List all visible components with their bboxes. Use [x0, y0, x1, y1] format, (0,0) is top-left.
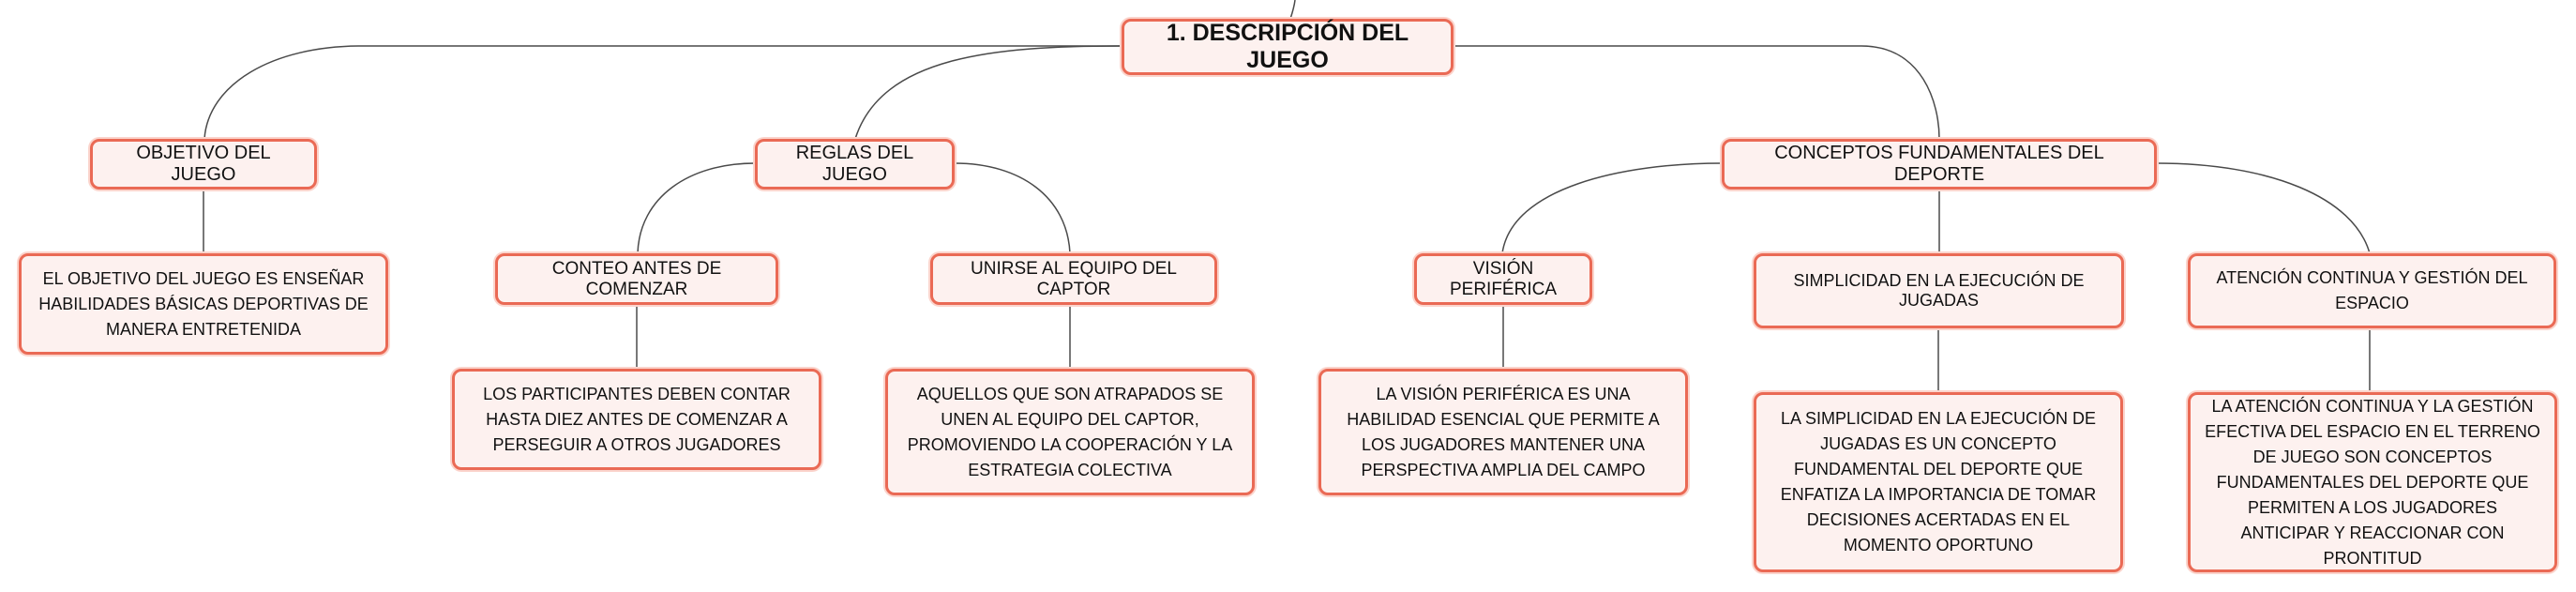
subtopic-vision[interactable]: VISIÓN PERIFÉRICA	[1414, 253, 1592, 305]
connector-root-to-conceptos	[1454, 45, 1940, 140]
conteo-detail-text: LOS PARTICIPANTES DEBEN CONTAR HASTA DIE…	[483, 384, 791, 454]
unirse-detail-text: AQUELLOS QUE SON ATRAPADOS SE UNEN AL EQ…	[907, 384, 1233, 479]
subtopic-simplicidad[interactable]: SIMPLICIDAD EN LA EJECUCIÓN DE JUGADAS	[1754, 253, 2124, 328]
vision-detail-text: LA VISIÓN PERIFÉRICA ES UNA HABILIDAD ES…	[1347, 384, 1660, 479]
connector-parent-to-root	[1289, 0, 1296, 20]
connector-reglas-to-unirse	[954, 162, 1071, 254]
simplicidad-detail-text: LA SIMPLICIDAD EN LA EJECUCIÓN DE JUGADA…	[1780, 409, 2097, 554]
vision-detail[interactable]: LA VISIÓN PERIFÉRICA ES UNA HABILIDAD ES…	[1318, 369, 1688, 495]
subtopic-unirse-label: UNIRSE AL EQUIPO DEL CAPTOR	[971, 258, 1177, 299]
atencion-detail[interactable]: LA ATENCIÓN CONTINUA Y LA GESTIÓN EFECTI…	[2188, 392, 2557, 572]
connector-conceptos-to-vision	[1501, 162, 1723, 254]
connector-conceptos-to-atencion	[2156, 162, 2371, 254]
subtopic-unirse[interactable]: UNIRSE AL EQUIPO DEL CAPTOR	[930, 253, 1217, 305]
topic-conceptos[interactable]: CONCEPTOS FUNDAMENTALES DEL DEPORTE	[1722, 139, 2157, 190]
subtopic-simplicidad-label: SIMPLICIDAD EN LA EJECUCIÓN DE JUGADAS	[1793, 271, 2085, 310]
topic-conceptos-label: CONCEPTOS FUNDAMENTALES DEL DEPORTE	[1774, 143, 2104, 185]
connector-reglas-to-conteo	[637, 162, 756, 254]
connector-root-to-objetivo	[203, 45, 1122, 140]
subtopic-atencion-label: ATENCIÓN CONTINUA Y GESTIÓN DEL ESPACIO	[2216, 268, 2528, 312]
root-node[interactable]: 1. DESCRIPCIÓN DEL JUEGO	[1122, 19, 1454, 75]
topic-objetivo[interactable]: OBJETIVO DEL JUEGO	[90, 139, 317, 190]
conteo-detail[interactable]: LOS PARTICIPANTES DEBEN CONTAR HASTA DIE…	[452, 369, 821, 470]
topic-objetivo-label: OBJETIVO DEL JUEGO	[136, 143, 271, 185]
subtopic-conteo[interactable]: CONTEO ANTES DE COMENZAR	[495, 253, 778, 305]
objetivo-detail-text: EL OBJETIVO DEL JUEGO ES ENSEÑAR HABILID…	[38, 268, 369, 339]
subtopic-conteo-label: CONTEO ANTES DE COMENZAR	[551, 258, 722, 299]
topic-reglas-label: REGLAS DEL JUEGO	[795, 143, 914, 185]
atencion-detail-text: LA ATENCIÓN CONTINUA Y LA GESTIÓN EFECTI…	[2205, 396, 2540, 568]
topic-reglas[interactable]: REGLAS DEL JUEGO	[755, 139, 955, 190]
unirse-detail[interactable]: AQUELLOS QUE SON ATRAPADOS SE UNEN AL EQ…	[885, 369, 1255, 495]
connector-root-to-reglas	[854, 45, 1122, 140]
objetivo-detail[interactable]: EL OBJETIVO DEL JUEGO ES ENSEÑAR HABILID…	[19, 253, 388, 355]
subtopic-atencion[interactable]: ATENCIÓN CONTINUA Y GESTIÓN DEL ESPACIO	[2188, 253, 2556, 328]
simplicidad-detail[interactable]: LA SIMPLICIDAD EN LA EJECUCIÓN DE JUGADA…	[1754, 392, 2123, 572]
subtopic-vision-label: VISIÓN PERIFÉRICA	[1449, 258, 1558, 299]
root-label: 1. DESCRIPCIÓN DEL JUEGO	[1166, 20, 1409, 73]
